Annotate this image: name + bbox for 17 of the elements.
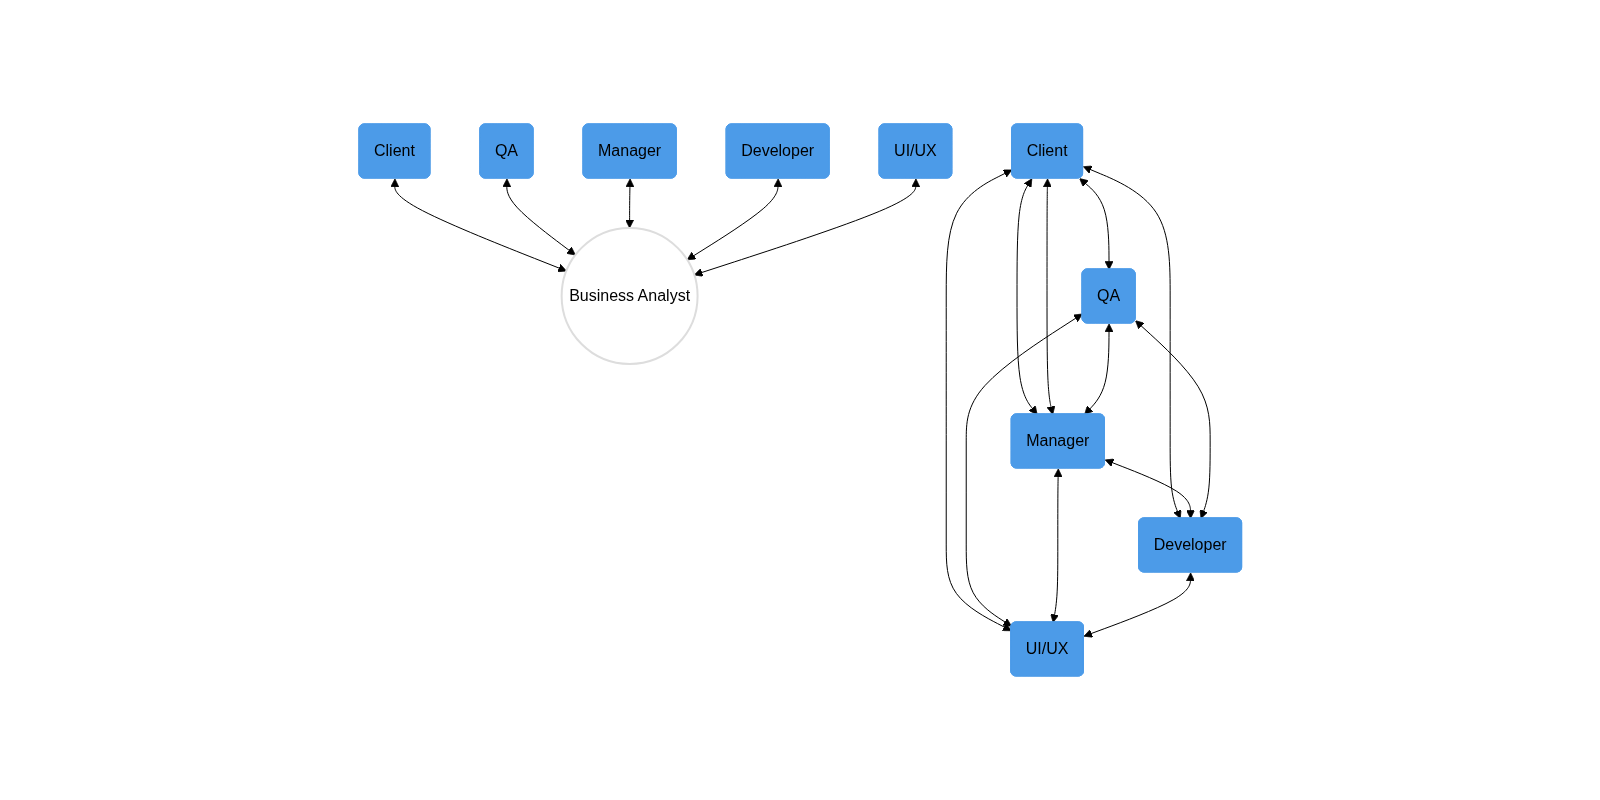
arrow (1016, 178, 1038, 415)
arrow (1082, 165, 1182, 519)
arrow (1078, 178, 1114, 270)
node-circle: Business Analyst (560, 227, 699, 365)
arrow (502, 178, 576, 256)
arrow (624, 178, 635, 229)
arrow (1042, 178, 1055, 415)
arrow (390, 178, 567, 273)
arrow (945, 169, 1012, 632)
arrow (965, 313, 1083, 627)
arrow (686, 178, 783, 261)
arrow (1104, 458, 1195, 519)
arrow (1083, 572, 1195, 638)
arrow (1083, 323, 1114, 415)
arrow (693, 178, 920, 277)
arrow (1049, 468, 1063, 623)
arrow (1134, 320, 1211, 519)
